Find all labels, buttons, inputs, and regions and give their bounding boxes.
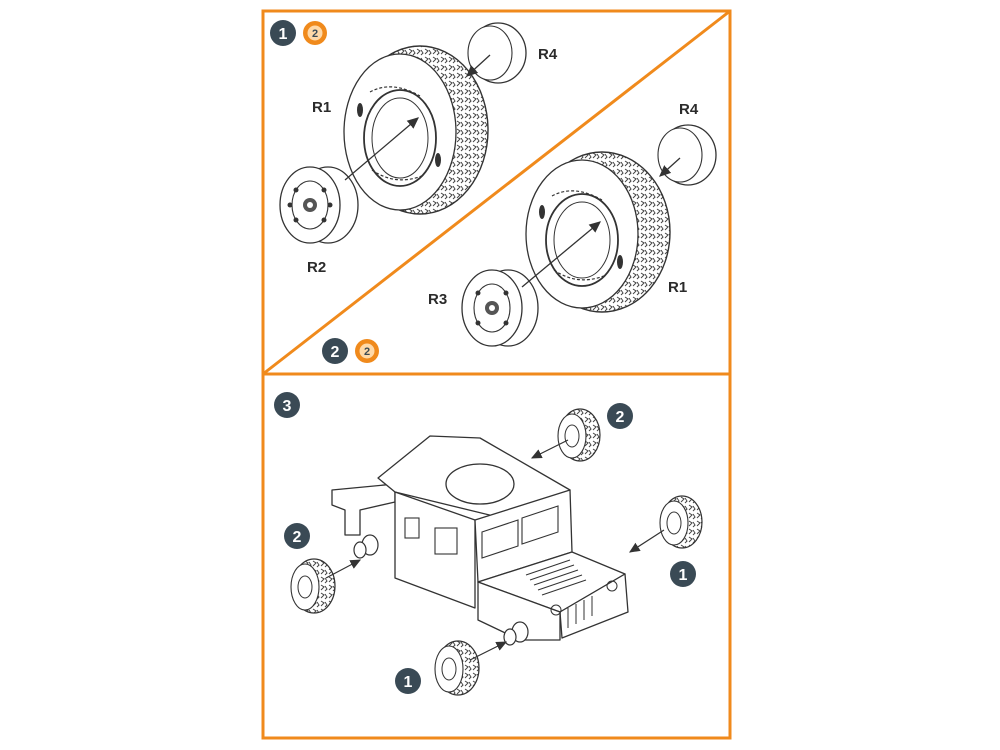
top-r4-label: R4 bbox=[538, 46, 558, 63]
mid-r3-wheel bbox=[461, 269, 539, 347]
callout-left: 2 bbox=[284, 523, 310, 549]
step-1-sub-number: 2 bbox=[312, 28, 318, 40]
callout-bottom: 1 bbox=[395, 668, 421, 694]
step-2-badge: 2 bbox=[322, 338, 348, 364]
step-1-badge: 1 bbox=[270, 20, 296, 46]
mid-r1-label: R1 bbox=[668, 279, 687, 296]
wheel-bottom bbox=[434, 640, 480, 696]
top-r4-cap bbox=[467, 22, 527, 84]
arrow-left-wheel bbox=[325, 559, 362, 579]
arrow-right-wheel bbox=[628, 529, 665, 553]
step-3-badge: 3 bbox=[274, 392, 300, 418]
mid-r4-arrow bbox=[659, 157, 681, 177]
mid-r4-cap bbox=[657, 124, 717, 186]
step-2-number: 2 bbox=[331, 344, 340, 361]
top-r1-tire bbox=[343, 45, 489, 215]
arrow-bottom-wheel bbox=[469, 641, 508, 661]
step-1-sub-badge: 2 bbox=[303, 21, 327, 45]
svg-text:1: 1 bbox=[404, 674, 413, 691]
top-r4-arrow bbox=[466, 54, 491, 77]
mid-r4-label: R4 bbox=[679, 101, 699, 118]
wheel-left bbox=[290, 558, 336, 614]
hood-vents bbox=[525, 559, 587, 596]
mid-r3-arrow bbox=[521, 221, 601, 288]
step-2-sub-number: 2 bbox=[364, 346, 370, 358]
top-r2-wheel bbox=[279, 166, 359, 244]
top-r1-label: R1 bbox=[312, 99, 331, 116]
arrow-top-right-wheel bbox=[530, 439, 569, 459]
step-3-number: 3 bbox=[283, 398, 292, 415]
top-r2-arrow bbox=[344, 117, 419, 181]
step-2-sub-badge: 2 bbox=[355, 339, 379, 363]
vehicle-axles bbox=[353, 534, 529, 646]
mid-r1-tire bbox=[525, 151, 671, 313]
step-1-number: 1 bbox=[279, 26, 288, 43]
svg-text:2: 2 bbox=[616, 409, 625, 426]
svg-text:1: 1 bbox=[679, 567, 688, 584]
grille bbox=[550, 580, 618, 628]
vehicle-windows bbox=[404, 505, 559, 559]
wheel-right bbox=[659, 495, 703, 549]
callout-top-right: 2 bbox=[607, 403, 633, 429]
svg-text:2: 2 bbox=[293, 529, 302, 546]
bottom-panel-frame bbox=[261, 372, 732, 740]
mid-r3-label: R3 bbox=[428, 291, 447, 308]
top-r2-label: R2 bbox=[307, 259, 326, 276]
callout-right: 1 bbox=[670, 561, 696, 587]
wheel-top-right bbox=[557, 408, 601, 462]
